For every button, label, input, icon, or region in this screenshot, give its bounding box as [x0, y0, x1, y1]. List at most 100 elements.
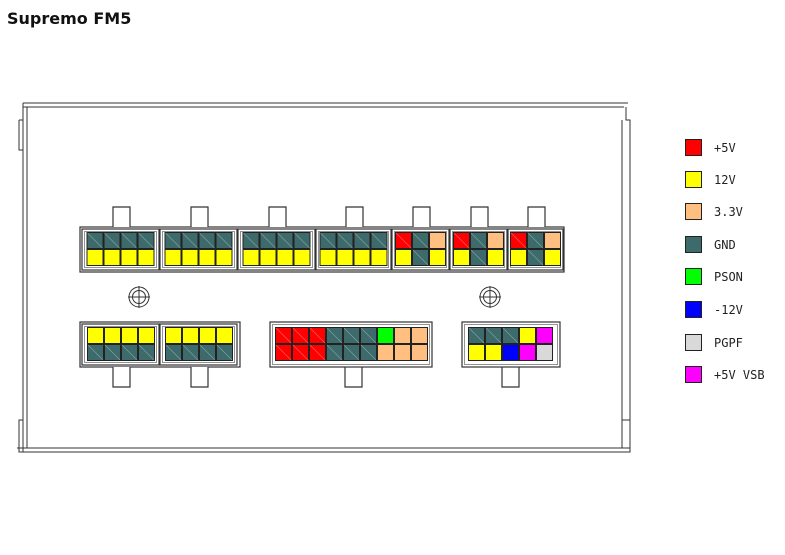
- legend-swatch: [685, 334, 702, 351]
- connector-housing-6-inner: [452, 231, 505, 268]
- pin-hatch: [104, 344, 121, 361]
- legend-swatch: [685, 268, 702, 285]
- pin-p12v: [121, 327, 138, 344]
- pin-p12v: [276, 249, 294, 266]
- connector-top-4: [319, 232, 388, 266]
- pin-p12v: [86, 249, 104, 266]
- legend-swatch: [685, 171, 702, 188]
- connector-housing-4-inner: [318, 231, 389, 268]
- diagram-title: Supremo FM5: [7, 9, 132, 28]
- pin-hatch: [354, 232, 370, 249]
- pin-p12v: [242, 249, 260, 266]
- pin-p12v: [544, 249, 561, 266]
- pin-gnd: [293, 232, 311, 249]
- connector-top-1: [86, 232, 155, 266]
- pin-hatch: [395, 232, 412, 249]
- pin-p5v: [309, 344, 326, 361]
- pin-gnd: [470, 249, 487, 266]
- pin-gnd: [215, 232, 233, 249]
- pin-hatch: [343, 327, 360, 344]
- pin-p12v: [453, 249, 470, 266]
- legend-swatch: [685, 301, 702, 318]
- pin-hatch: [182, 344, 199, 361]
- pin-gnd: [182, 344, 199, 361]
- pin-gnd: [138, 344, 155, 361]
- pin-hatch: [165, 344, 182, 361]
- pin-hatch: [527, 232, 544, 249]
- pin-gnd: [121, 344, 138, 361]
- legend-item-p33v: 3.3V: [685, 203, 743, 220]
- legend-item-p12v: 12V: [685, 171, 736, 188]
- housing-tabs: [17, 120, 630, 449]
- pin-gnd: [164, 232, 182, 249]
- connector-housing-5-inner: [394, 231, 447, 268]
- pin-p12v: [370, 249, 388, 266]
- pin-hatch: [275, 327, 292, 344]
- pin-p12v: [103, 249, 121, 266]
- pin-gnd: [181, 232, 199, 249]
- main-connector-housing-inner: [272, 324, 430, 365]
- pin-hatch: [502, 327, 519, 344]
- pin-hatch: [182, 232, 198, 249]
- pin-hatch: [309, 327, 326, 344]
- pin-p5v: [395, 232, 412, 249]
- connector-top-2: [164, 232, 233, 266]
- pin-hatch: [138, 232, 154, 249]
- pin-p12v: [181, 249, 199, 266]
- latch-notch: [345, 206, 364, 227]
- pin-p33v: [429, 232, 446, 249]
- legend-label: 3.3V: [714, 204, 743, 219]
- connector-cpu-2: [165, 327, 233, 361]
- pin-gnd: [470, 232, 487, 249]
- legend-label: PSON: [714, 269, 743, 284]
- legend-item-vsb: +5V VSB: [685, 366, 765, 383]
- pin-hatch: [121, 344, 138, 361]
- pin-hatch: [292, 344, 309, 361]
- connector-top-3: [242, 232, 311, 266]
- pin-p12v: [165, 327, 182, 344]
- connector-top-5: [395, 232, 446, 266]
- pin-p5v: [292, 344, 309, 361]
- pin-p12v: [137, 249, 155, 266]
- pin-p12v: [259, 249, 277, 266]
- pin-p12v: [468, 344, 485, 361]
- pin-p33v: [377, 344, 394, 361]
- pin-hatch: [275, 344, 292, 361]
- latch-notch: [344, 367, 363, 388]
- pin-gnd: [326, 327, 343, 344]
- pin-p12v: [164, 249, 182, 266]
- latch-notch: [268, 206, 287, 227]
- pin-gnd: [412, 232, 429, 249]
- pin-hatch: [320, 232, 336, 249]
- pin-p33v: [394, 344, 411, 361]
- pin-gnd: [353, 232, 371, 249]
- latch-notch: [501, 367, 520, 388]
- pin-p12v: [336, 249, 354, 266]
- pin-p12v: [216, 327, 233, 344]
- pin-p12v: [519, 327, 536, 344]
- pin-hatch: [343, 344, 360, 361]
- pin-gnd: [319, 232, 337, 249]
- pin-gnd: [360, 344, 377, 361]
- pin-p12v: [87, 327, 104, 344]
- pin-p12v: [510, 249, 527, 266]
- pin-hatch: [360, 327, 377, 344]
- pin-p12v: [487, 249, 504, 266]
- pin-gnd: [137, 232, 155, 249]
- pin-gnd: [326, 344, 343, 361]
- pin-p12v: [485, 344, 502, 361]
- pin-p33v: [411, 344, 428, 361]
- latch-notch: [190, 367, 209, 388]
- pin-p5v: [453, 232, 470, 249]
- pin-hatch: [412, 249, 429, 266]
- legend-swatch: [685, 236, 702, 253]
- pin-gnd: [336, 232, 354, 249]
- connector-housing-1-inner: [84, 231, 157, 268]
- pin-hatch: [360, 344, 377, 361]
- pin-hatch: [309, 344, 326, 361]
- pin-p12v: [353, 249, 371, 266]
- connector-main: [275, 327, 428, 361]
- latch-notch: [190, 206, 209, 227]
- pin-gnd: [120, 232, 138, 249]
- pin-vsb: [519, 344, 536, 361]
